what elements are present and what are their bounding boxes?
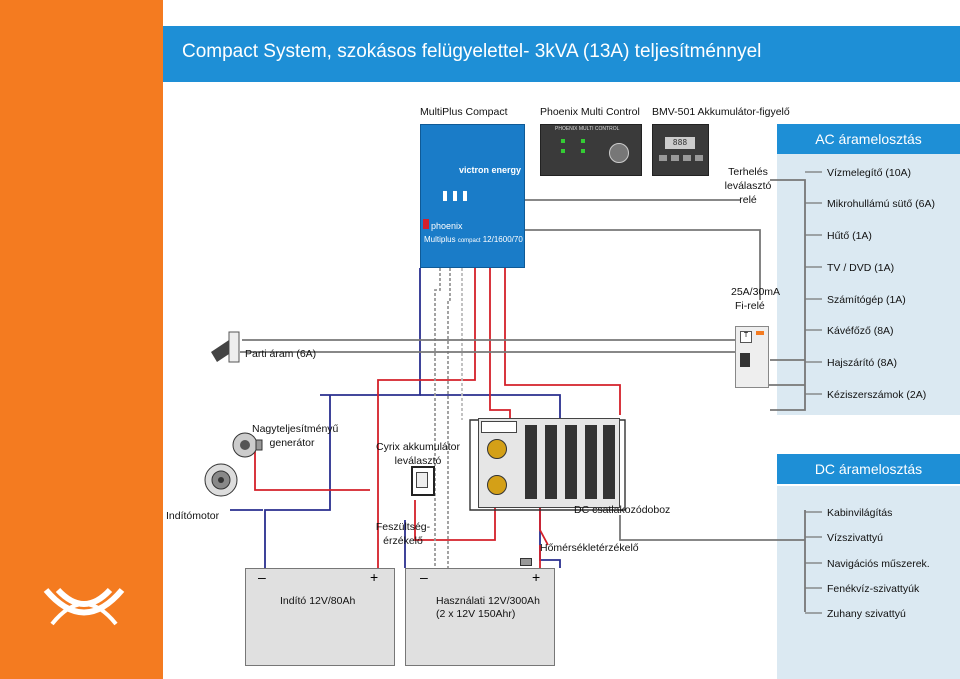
fi-rating-label: 25A/30mA (731, 286, 781, 298)
ac-item: Számítógép (1A) (827, 294, 906, 306)
wire-positive (504, 268, 621, 415)
bus-terminal-icon (487, 475, 507, 495)
multiplus-label: MultiPlus Compact (420, 106, 508, 118)
ac-item: Hűtő (1A) (827, 230, 872, 242)
battery-minus: – (258, 569, 266, 585)
wire-negative (320, 268, 421, 396)
cyrix-label: Cyrix akkumulátor leválasztó (375, 441, 461, 467)
inverter-switches[interactable] (443, 189, 473, 203)
fuse-icon (545, 425, 557, 499)
dc-distribution-panel (777, 486, 960, 679)
fuse-icon (603, 425, 615, 499)
wire-ac (447, 268, 451, 568)
dc-item: Kabinvilágítás (827, 507, 893, 519)
dc-item: Zuhany szivattyú (827, 608, 906, 620)
led-indicator-icon (561, 149, 565, 153)
wire-ac (434, 268, 441, 568)
ac-item: Kéziszerszámok (2A) (827, 389, 927, 401)
ac-item: Mikrohullámú sütő (6A) (827, 198, 935, 210)
phoenix-logo-icon (423, 219, 429, 229)
starter-motor-icon (203, 460, 239, 500)
inverter-brand: victron energy (459, 165, 522, 175)
bmv-button[interactable] (659, 155, 667, 161)
inverter-model: Multiplus compact 12/1600/70 (424, 235, 523, 244)
inverter-model-small: compact (457, 238, 481, 244)
battery-plus: + (532, 569, 541, 585)
inverter-model-number: 12/1600/70 (482, 235, 523, 244)
phoenix-multi-control-panel: PHOENIX MULTI CONTROL (540, 124, 642, 176)
current-limit-knob[interactable] (609, 143, 629, 163)
starter-battery-label: Indító 12V/80Ah (280, 595, 356, 607)
victron-logo (38, 580, 130, 630)
shore-power-label: Parti áram (6A) (245, 348, 317, 360)
temp-sensor-label: Hőmérsékletérzékelő (540, 542, 639, 554)
wire-dc (469, 419, 626, 511)
wire-positive (254, 450, 370, 491)
multiplus-inverter: victron energy phoenix Multiplus compact… (420, 124, 525, 268)
generator-icon (230, 430, 264, 460)
bmv-button[interactable] (695, 155, 703, 161)
inverter-name: phoenix (431, 221, 463, 231)
dc-item: Navigációs műszerek. (827, 558, 930, 570)
fuse-icon (585, 425, 597, 499)
ac-item: Vízmelegítő (10A) (827, 167, 912, 179)
bmv-button[interactable] (671, 155, 679, 161)
inverter-model-prefix: Multiplus (424, 235, 456, 244)
led-indicator-icon (581, 139, 585, 143)
battery-minus: – (420, 569, 428, 585)
dc-junction-label: DC csatlakozódoboz (574, 504, 671, 516)
orange-sidebar (0, 0, 163, 679)
ac-item: TV / DVD (1A) (827, 262, 895, 274)
house-battery: – + Használati 12V/300Ah (2 x 12V 150Ahr… (405, 568, 555, 666)
house-battery-sublabel: (2 x 12V 150Ahr) (436, 608, 516, 620)
cyrix-device-icon (411, 466, 435, 496)
led-indicator-icon (561, 139, 565, 143)
phoenix-control-label: Phoenix Multi Control (540, 106, 640, 118)
voltage-sensor-label: Feszültség-érzékelő (375, 521, 431, 547)
ac-item: Kávéfőző (8A) (827, 325, 894, 337)
shore-power-plug-icon (207, 330, 241, 364)
wire-ac (525, 229, 761, 300)
dc-item: Fenékvíz-szivattyúk (827, 583, 920, 595)
battery-plus: + (370, 569, 379, 585)
led-indicator-icon (581, 149, 585, 153)
ac-distribution-heading: AC áramelosztás (777, 124, 960, 154)
bmv-button[interactable] (683, 155, 691, 161)
starter-battery: – + Indító 12V/80Ah (245, 568, 395, 666)
bus-terminal-icon (487, 439, 507, 459)
temp-sensor-icon (520, 558, 532, 566)
bmv-display: 888 (665, 137, 695, 149)
ac-item: Hajszárító (8A) (827, 357, 898, 369)
fuse-icon (565, 425, 577, 499)
wire-dc (619, 515, 805, 541)
page-title: Compact System, szokásos felügyelettel- … (182, 41, 762, 62)
starter-motor-label: Indítómotor (166, 510, 220, 522)
load-relay-label: Terhelés leválasztó relé (724, 166, 772, 206)
wire-positive (414, 500, 496, 541)
fuse-icon (525, 425, 537, 499)
title-bar (163, 26, 960, 82)
wire-ac (770, 179, 806, 411)
dc-distribution-heading: DC áramelosztás (777, 454, 960, 484)
fi-relay-switch-icon: T (735, 326, 769, 388)
wire-positive (377, 268, 476, 568)
dc-junction-box (478, 418, 620, 508)
wire-negative (264, 395, 331, 568)
bmv-label: BMV-501 Akkumulátor-figyelő (652, 106, 790, 118)
phoenix-panel-label: PHOENIX MULTI CONTROL (555, 126, 620, 132)
house-battery-label: Használati 12V/300Ah (436, 595, 540, 607)
bmv-monitor: 888 (652, 124, 709, 176)
fi-relay-label: Fi-relé (735, 300, 765, 312)
dc-item: Vízszivattyú (827, 532, 884, 544)
generator-label: Nagyteljesítményű generátor (252, 423, 339, 449)
